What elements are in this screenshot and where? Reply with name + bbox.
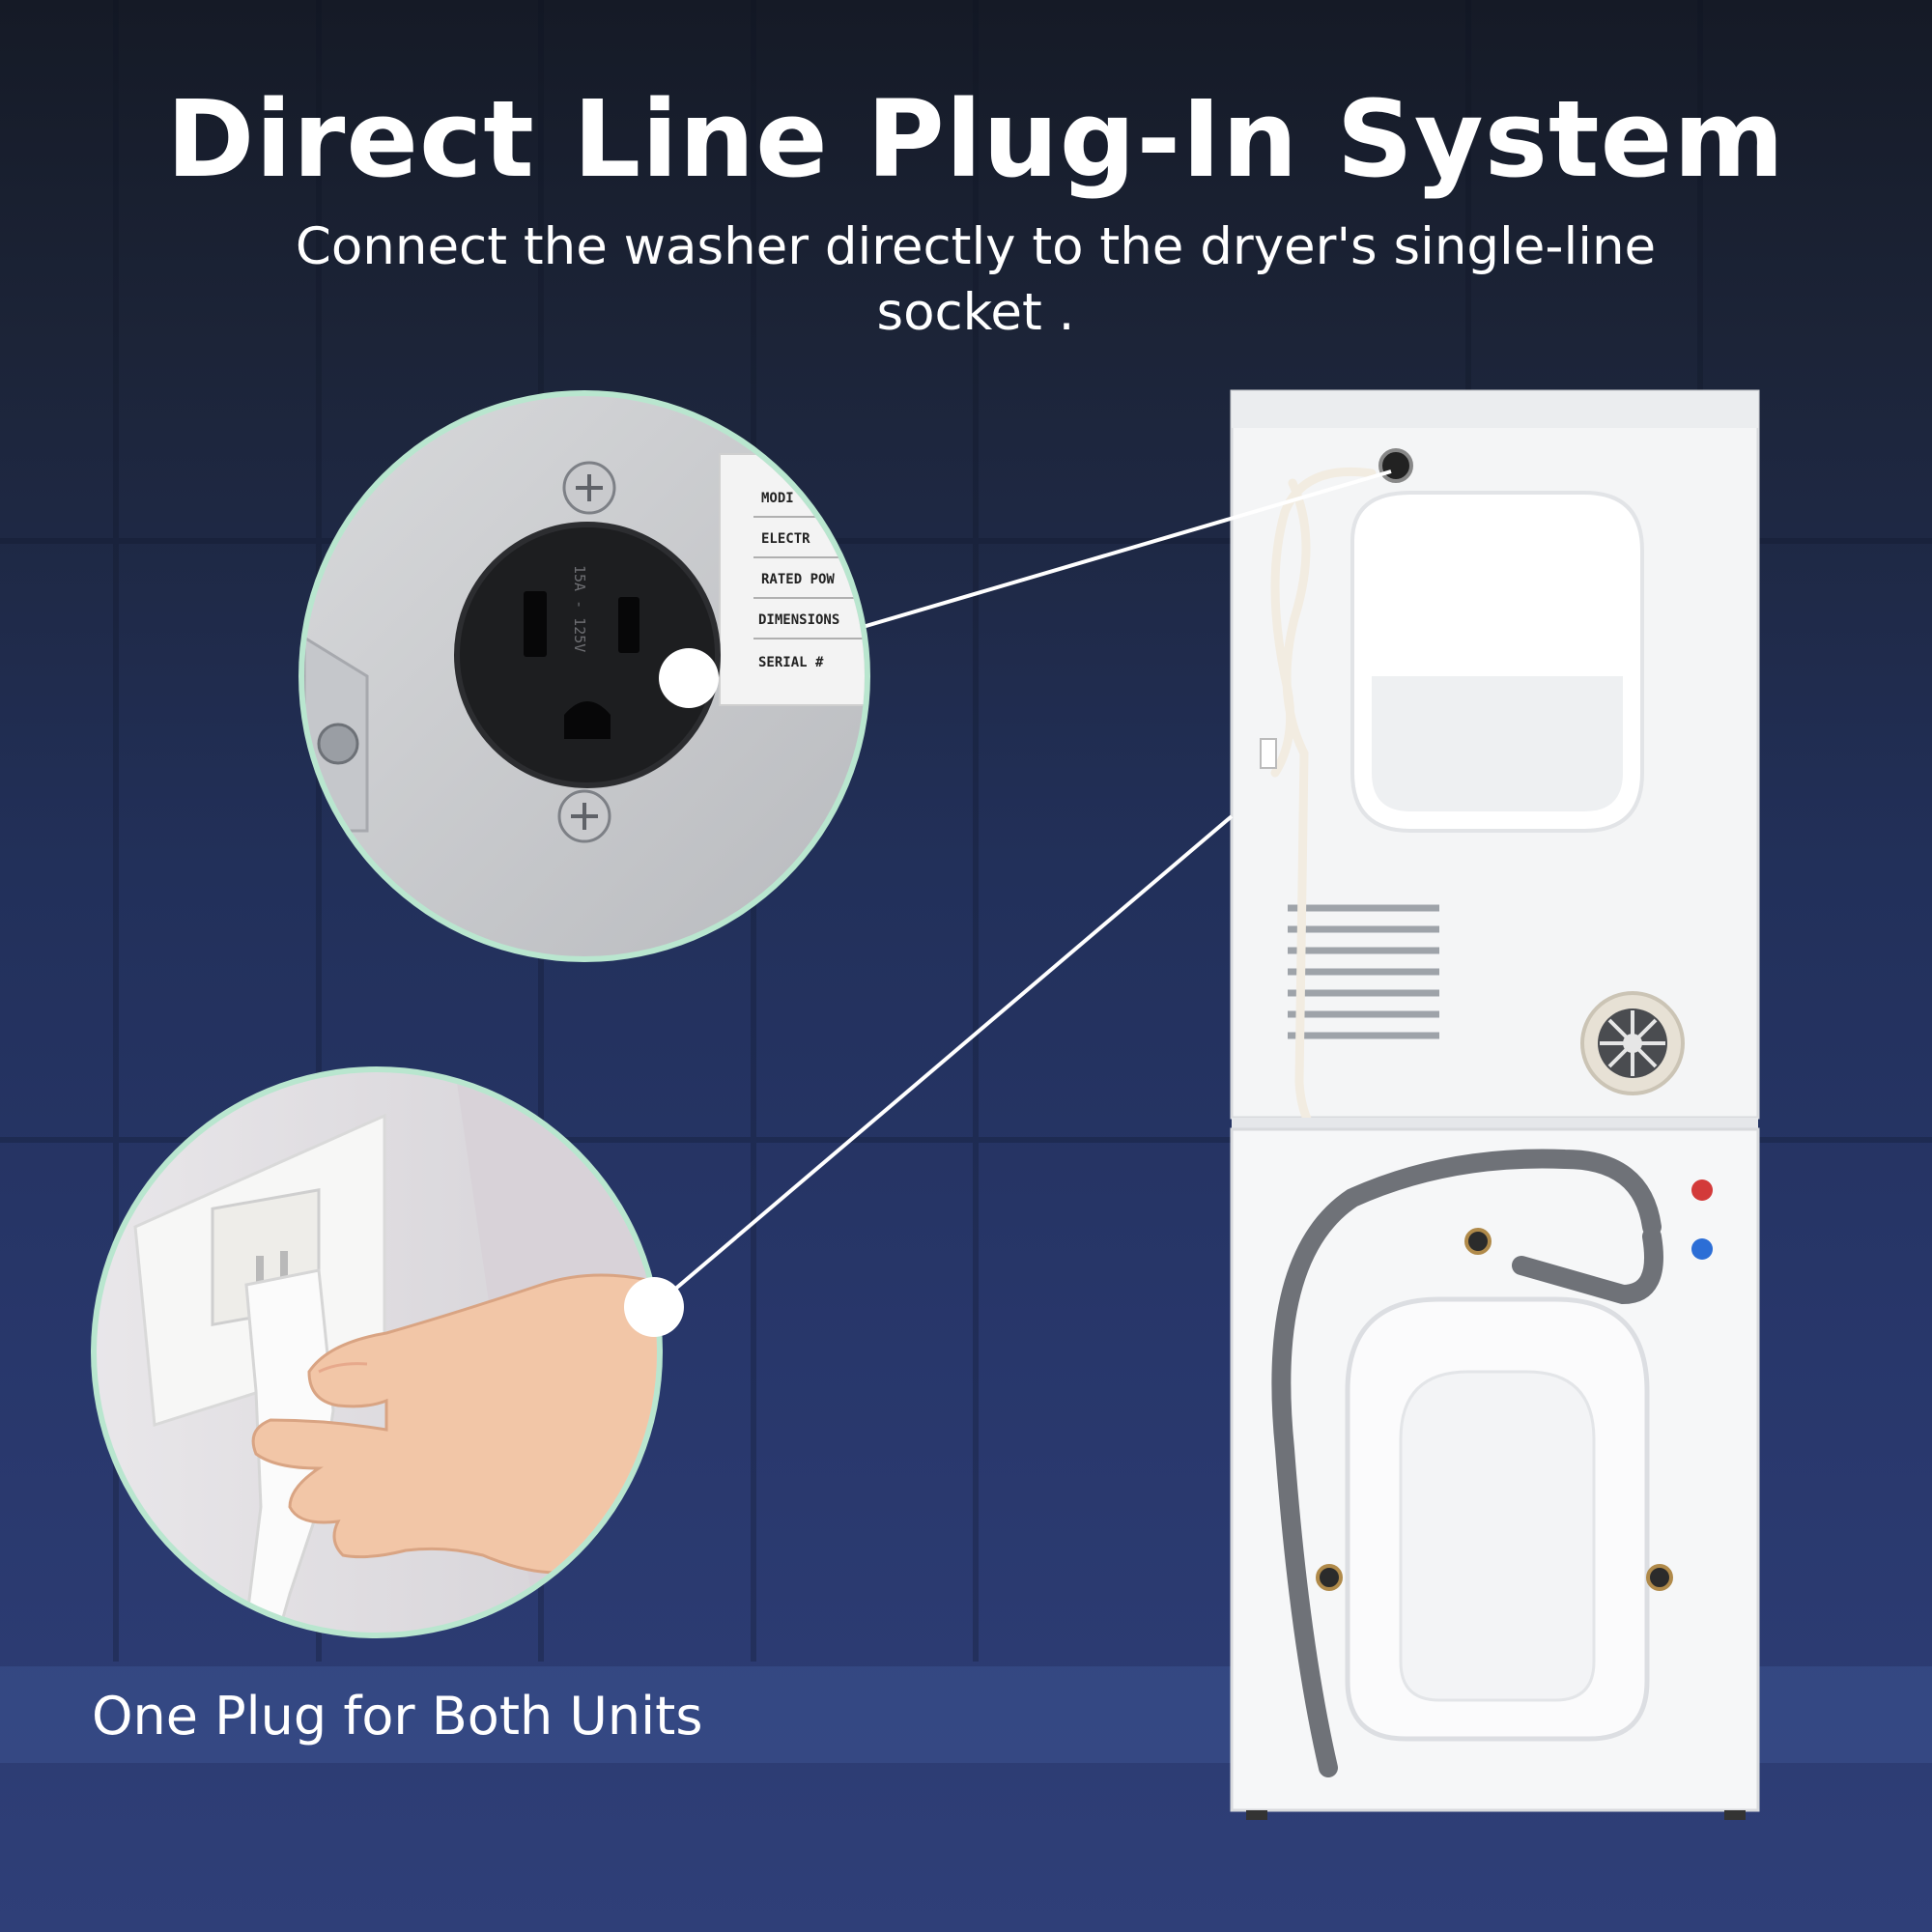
hot-water-inlet [1691,1179,1713,1201]
cold-water-inlet [1691,1238,1713,1260]
spec-label-row: ELECTR [761,531,810,547]
socket-callout-dot [659,648,719,708]
dryer-vent-slots [1288,904,1439,1039]
hand [251,1273,657,1575]
drain-hose [1271,1149,1662,1777]
page-subtitle: Connect the washer directly to the dryer… [295,217,1657,342]
stacked-washer-dryer [1230,389,1760,1820]
outlet-rating: 15A - 125V [571,565,588,652]
plug-zoom-circle [91,1066,684,1638]
spec-label-row: DIMENSIONS [758,612,839,628]
caption: One Plug for Both Units [92,1686,703,1747]
exhaust-port [1580,991,1685,1095]
spec-label-row: SERIAL # [758,655,824,670]
outlet-face [454,522,721,788]
page-title: Direct Line Plug-In System [166,77,1785,201]
spec-label-row: RATED POW [761,572,835,587]
dryer-socket [1378,448,1413,483]
plug-callout-dot [624,1277,684,1337]
connector-line-plug [652,814,1234,1309]
socket-zoom-circle: MODI ELECTR RATED POW DIMENSIONS SERIAL … [298,390,870,962]
spec-label-row: MODI [761,491,794,506]
